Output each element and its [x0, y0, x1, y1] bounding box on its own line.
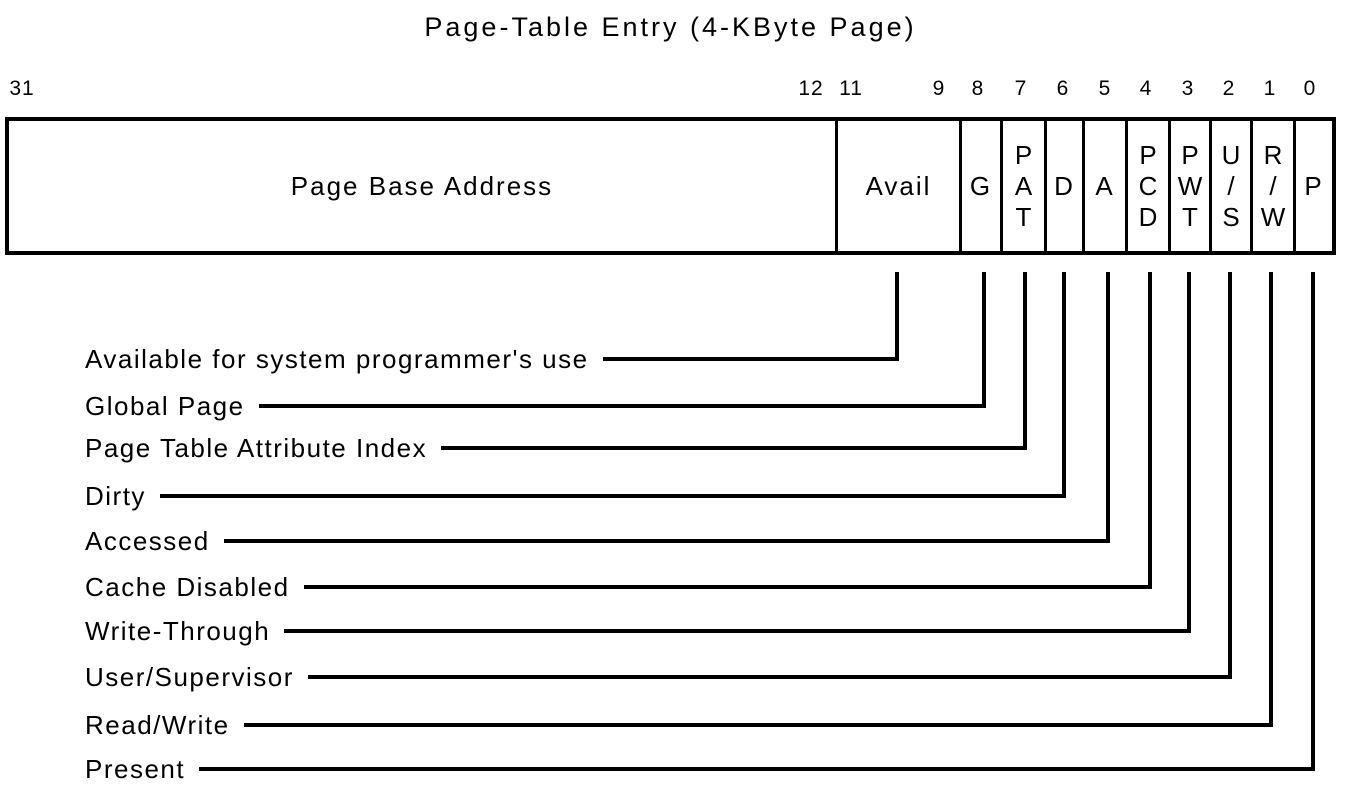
connector-hline-accessed [223, 539, 1110, 543]
connector-row-write-through: Write-Through [85, 615, 1191, 647]
field-accessed: A [1085, 121, 1128, 251]
field-dirty: D [1047, 121, 1085, 251]
connector-hline-user-supervisor [307, 675, 1232, 679]
field-global: G [962, 121, 1003, 251]
connector-label-write-through: Write-Through [85, 615, 271, 646]
field-pwt: P W T [1171, 121, 1212, 251]
connector-row-pat: Page Table Attribute Index [85, 432, 1027, 464]
connector-row-read-write: Read/Write [85, 709, 1273, 741]
connector-label-global: Global Page [85, 390, 245, 421]
bit-number-11: 11 [839, 77, 863, 100]
bit-number-2: 2 [1222, 77, 1236, 100]
connector-hline-global [258, 404, 986, 408]
connector-label-read-write: Read/Write [85, 709, 230, 740]
bit-number-4: 4 [1139, 77, 1153, 100]
connector-hline-cache-disabled [303, 585, 1152, 589]
bit-number-31: 31 [9, 77, 35, 100]
field-read-write: R / W [1253, 121, 1296, 251]
connector-row-dirty: Dirty [85, 480, 1066, 512]
field-label-pwt: P W T [1177, 139, 1203, 232]
connector-vline-user-supervisor [1228, 272, 1232, 677]
connector-row-user-supervisor: User/Supervisor [85, 661, 1232, 693]
bit-number-6: 6 [1056, 77, 1070, 100]
connector-vline-write-through [1187, 272, 1191, 631]
connector-hline-present [199, 767, 1315, 771]
connector-vline-pat [1023, 272, 1027, 448]
connector-hline-dirty [159, 494, 1066, 498]
bit-number-0: 0 [1303, 77, 1317, 100]
bit-number-5: 5 [1098, 77, 1112, 100]
connector-vline-cache-disabled [1148, 272, 1152, 587]
connector-vline-read-write [1269, 272, 1273, 725]
connector-hline-read-write [243, 723, 1273, 727]
bit-number-8: 8 [971, 77, 985, 100]
field-label-global: G [969, 170, 993, 201]
connector-vline-global [982, 272, 986, 406]
connector-label-dirty: Dirty [85, 480, 146, 511]
field-label-present: P [1304, 170, 1324, 201]
connector-hline-avail [602, 357, 899, 361]
field-present: P [1296, 121, 1332, 251]
bit-number-12: 12 [798, 77, 824, 100]
field-pat: P A T [1003, 121, 1047, 251]
connector-vline-avail [895, 272, 899, 359]
connector-row-cache-disabled: Cache Disabled [85, 571, 1152, 603]
field-label-read-write: R / W [1260, 139, 1286, 232]
connector-label-pat: Page Table Attribute Index [85, 432, 428, 463]
field-label-pat: P A T [1014, 139, 1033, 232]
field-label-pcd: P C D [1138, 139, 1158, 232]
connector-label-accessed: Accessed [85, 525, 210, 556]
diagram-title: Page-Table Entry (4-KByte Page) [424, 12, 917, 42]
field-page-base-address: Page Base Address [9, 121, 838, 251]
connector-label-user-supervisor: User/Supervisor [85, 661, 294, 692]
field-user-supervisor: U / S [1212, 121, 1253, 251]
connector-hline-pat [441, 446, 1027, 450]
connector-row-present: Present [85, 753, 1315, 785]
connector-vline-accessed [1106, 272, 1110, 541]
connector-row-global: Global Page [85, 390, 986, 422]
bit-number-3: 3 [1181, 77, 1195, 100]
connector-row-accessed: Accessed [85, 525, 1110, 557]
field-avail: Avail [838, 121, 962, 251]
connector-label-cache-disabled: Cache Disabled [85, 571, 290, 602]
connector-hline-write-through [284, 629, 1191, 633]
bit-number-7: 7 [1014, 77, 1028, 100]
connector-label-present: Present [85, 753, 186, 784]
field-label-page-base-address: Page Base Address [290, 170, 554, 201]
field-label-user-supervisor: U / S [1221, 139, 1241, 232]
connector-row-avail: Available for system programmer's use [85, 343, 899, 375]
field-label-avail: Avail [865, 170, 932, 201]
bit-number-1: 1 [1263, 77, 1277, 100]
connector-vline-present [1311, 272, 1315, 769]
field-label-dirty: D [1054, 170, 1075, 201]
connector-label-avail: Available for system programmer's use [85, 343, 589, 374]
bit-number-9: 9 [932, 77, 946, 100]
field-label-accessed: A [1095, 170, 1115, 201]
field-pcd: P C D [1128, 121, 1171, 251]
connector-vline-dirty [1062, 272, 1066, 496]
